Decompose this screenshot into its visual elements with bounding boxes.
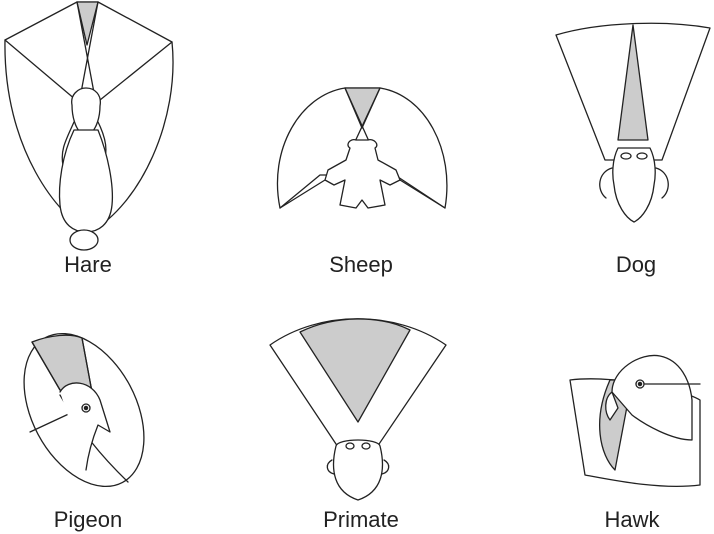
primate-label: Primate [323,507,399,532]
hawk-label: Hawk [604,507,660,532]
hawk-diagram [569,354,701,488]
hawk-animal-icon [605,354,701,441]
hare-diagram [4,1,174,251]
pigeon-label: Pigeon [53,507,123,532]
pigeon-animal-icon [59,382,111,471]
hare-label: Hare [64,252,112,277]
pigeon-diagram [23,332,145,488]
hare-binocular-field [76,1,99,46]
dog-binocular-field [617,24,649,141]
primate-diagram [269,318,447,501]
sheep-label: Sheep [329,252,393,277]
dog-animal-icon [599,147,669,223]
dog-label: Dog [615,252,657,277]
hare-animal-icon [58,87,114,251]
dog-diagram [555,22,711,223]
sheep-animal-icon [324,139,401,209]
sheep-diagram [276,87,448,209]
primate-animal-icon [326,439,390,501]
primate-binocular-field [299,318,411,423]
